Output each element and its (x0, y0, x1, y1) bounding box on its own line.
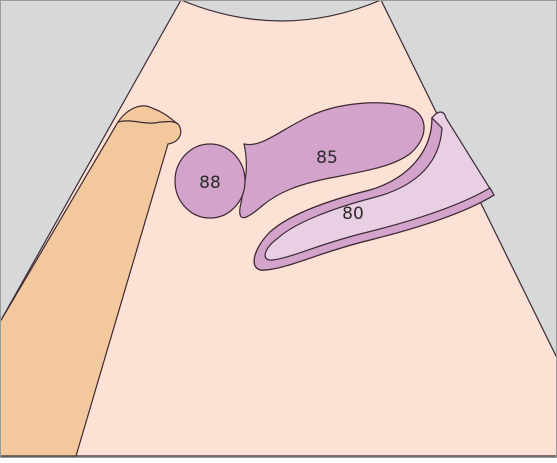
label-80: 80 (342, 204, 364, 224)
label-88: 88 (199, 173, 221, 193)
label-85: 85 (316, 148, 338, 168)
